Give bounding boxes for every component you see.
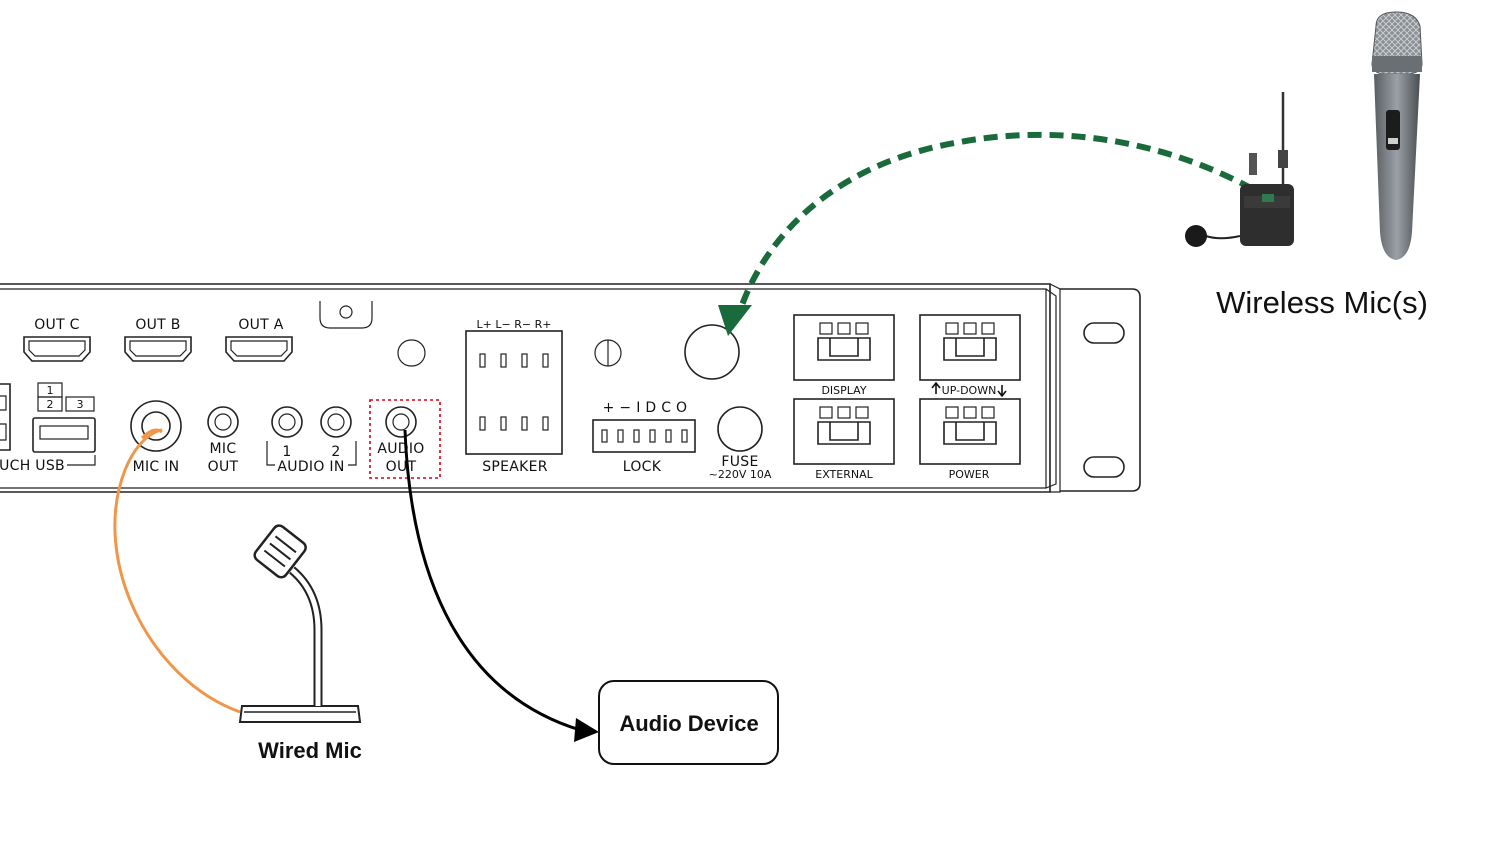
usb-port[interactable]: 1 2 3 UCH USB (0, 382, 96, 474)
wired-mic-cable (113, 428, 241, 714)
audio-out-highlight (369, 399, 441, 479)
svg-text:POWER: POWER (949, 468, 990, 481)
hdmi-out-c[interactable]: OUT C (23, 317, 91, 362)
audio-out-cable (403, 429, 599, 742)
svg-text:1: 1 (47, 384, 54, 397)
wired-mic-icon (238, 524, 362, 723)
svg-text:DISPLAY: DISPLAY (821, 384, 866, 397)
svg-text:AUDIO IN: AUDIO IN (277, 459, 344, 475)
svg-text:OUT C: OUT C (34, 317, 80, 333)
audio-in-jacks[interactable]: 1 2 AUDIO IN (266, 406, 357, 475)
wireless-link-arrow (718, 131, 1292, 336)
svg-text:1: 1 (282, 444, 291, 460)
svg-text:FUSE: FUSE (721, 454, 758, 470)
svg-text:MIC IN: MIC IN (133, 459, 180, 475)
svg-text:SPEAKER: SPEAKER (482, 459, 548, 475)
svg-text:OUT A: OUT A (238, 317, 283, 333)
svg-text:~220V 10A: ~220V 10A (709, 468, 772, 481)
speaker-terminal[interactable]: L+ L− R− R+ SPEAKER (465, 318, 563, 475)
antenna-port[interactable] (684, 324, 740, 380)
fuse-holder[interactable]: FUSE ~220V 10A (709, 406, 772, 481)
svg-text:OUT: OUT (208, 459, 239, 475)
mic-in-jack[interactable]: MIC IN (130, 400, 182, 475)
panel-hole (397, 339, 426, 367)
svg-text:OUT: OUT (386, 459, 417, 475)
mic-out-jack[interactable]: MIC OUT (207, 406, 239, 475)
power-connector[interactable]: POWER (919, 398, 1021, 481)
audio-device-box[interactable]: Audio Device (598, 680, 779, 765)
hdmi-out-b[interactable]: OUT B (124, 317, 192, 362)
handheld-mic-icon (1371, 11, 1423, 260)
bodypack-transmitter-icon (1185, 92, 1294, 247)
svg-text:+ − I D C O: + − I D C O (603, 400, 688, 416)
svg-text:LOCK: LOCK (623, 459, 662, 475)
display-connector[interactable]: DISPLAY (793, 314, 895, 397)
svg-text:UCH USB: UCH USB (0, 458, 65, 474)
svg-text:2: 2 (331, 444, 340, 460)
svg-text:AUDIO: AUDIO (377, 441, 424, 457)
updown-connector[interactable]: UP-DOWN (919, 314, 1021, 398)
wired-mic-caption: Wired Mic (258, 738, 362, 763)
svg-text:MIC: MIC (210, 441, 237, 457)
wireless-mic-caption: Wireless Mic(s) (1216, 285, 1428, 320)
svg-text:UP-DOWN: UP-DOWN (942, 384, 997, 397)
hdmi-out-a[interactable]: OUT A (225, 317, 293, 362)
svg-text:3: 3 (77, 398, 84, 411)
svg-text:L+ L− R− R+: L+ L− R− R+ (477, 318, 552, 331)
touch-port-partial (0, 383, 11, 451)
panel-hole-split (594, 339, 622, 367)
svg-text:2: 2 (47, 398, 54, 411)
lock-terminal[interactable]: + − I D C O LOCK (592, 400, 696, 475)
external-connector[interactable]: EXTERNAL (793, 398, 895, 481)
rear-panel (0, 283, 1141, 493)
svg-text:EXTERNAL: EXTERNAL (815, 468, 873, 481)
audio-device-label: Audio Device (619, 711, 758, 736)
svg-text:OUT B: OUT B (135, 317, 180, 333)
